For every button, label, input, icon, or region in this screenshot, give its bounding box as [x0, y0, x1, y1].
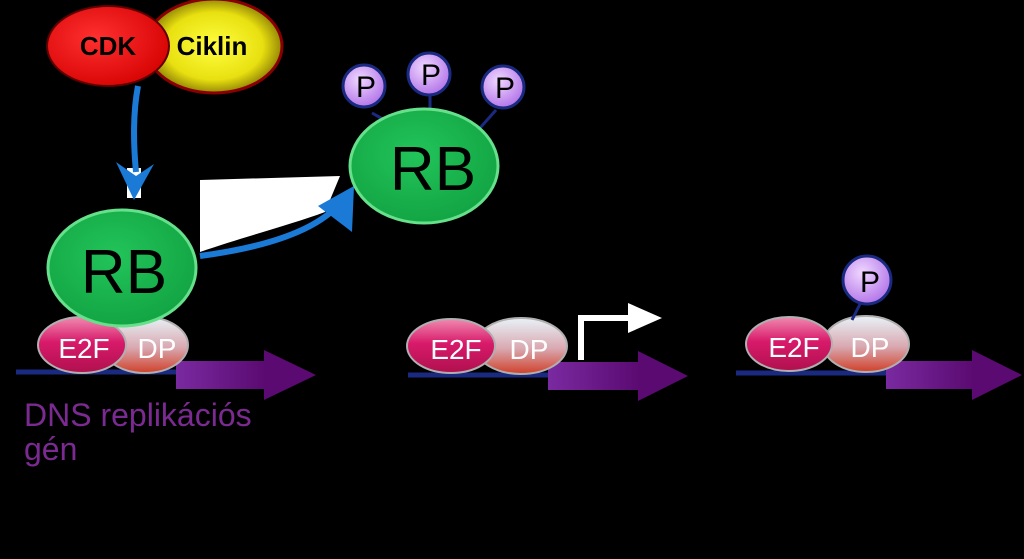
phosphate-3: P	[480, 64, 526, 110]
cdk-label: CDK	[80, 31, 137, 61]
e2f-label-right: E2F	[768, 332, 819, 363]
phosphate-2: P	[406, 51, 452, 97]
e2f-label-left: E2F	[58, 333, 109, 364]
dp-label-right: DP	[851, 332, 890, 363]
svg-text:P: P	[495, 72, 515, 105]
gene-arrow-middle	[548, 351, 688, 401]
rb-phosphorylated: RB P P P	[341, 51, 526, 225]
release-arrow	[199, 176, 354, 259]
phosphorylation-arrow-down	[116, 85, 154, 200]
svg-text:P: P	[356, 71, 376, 104]
ciklin-label: Ciklin	[177, 31, 248, 61]
dp-label-left: DP	[138, 333, 177, 364]
cdk-ellipse	[46, 5, 170, 87]
phosphate-1: P	[341, 63, 387, 109]
e2f-dp-phospho: DP E2F P	[736, 254, 1022, 400]
svg-text:P: P	[421, 59, 441, 92]
e2f-ellipse-right	[745, 316, 833, 372]
rb-label-phospho: RB	[390, 135, 476, 204]
rb-bound-complex: DP E2F RB	[16, 208, 316, 400]
phosphate-dp: P	[841, 254, 893, 306]
e2f-label-middle: E2F	[430, 334, 481, 365]
e2f-dp-active: DP E2F	[406, 303, 688, 401]
gene-arrow-left	[176, 350, 316, 400]
rb-ellipse-phospho	[348, 107, 500, 225]
gene-arrow-right	[886, 350, 1022, 400]
e2f-ellipse-middle	[406, 318, 496, 374]
dp-label-middle: DP	[510, 334, 549, 365]
cdk-ciklin-complex: Ciklin CDK	[46, 0, 284, 95]
svg-text:P: P	[860, 266, 880, 299]
rb-ellipse-bound	[46, 208, 198, 328]
transcription-start-arrow	[578, 303, 662, 360]
gene-label-line1: DNS replikációs	[24, 397, 252, 433]
rb-label-bound: RB	[81, 238, 167, 307]
gene-label-line2: gén	[24, 431, 77, 467]
